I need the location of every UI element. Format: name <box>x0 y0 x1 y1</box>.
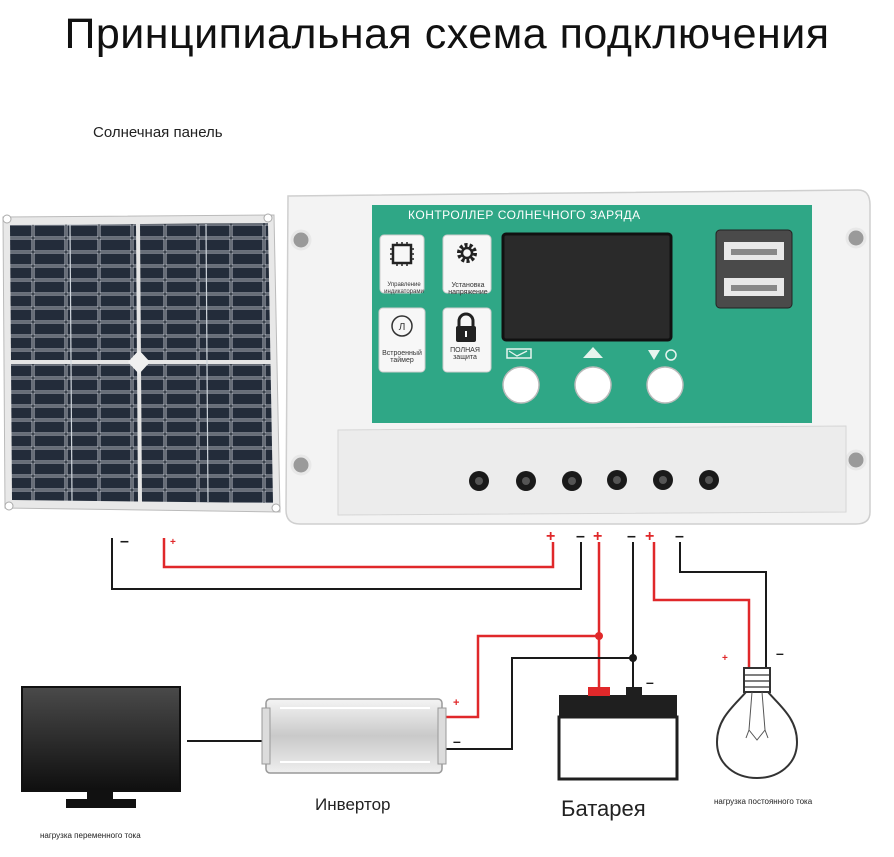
svg-text:+: + <box>722 653 728 664</box>
lock-icon <box>456 312 476 342</box>
down-arrow-icon <box>648 349 677 361</box>
timer-icon <box>391 315 413 337</box>
up-arrow-icon <box>583 347 603 358</box>
diagram-title: Принципиальная схема подключения <box>64 10 830 58</box>
svg-text:–: – <box>646 674 654 690</box>
timer-icon-label: Встроенный таймер <box>382 350 422 364</box>
svg-text:+: + <box>645 528 654 545</box>
svg-text:+: + <box>593 528 602 545</box>
gear-icon <box>457 243 477 263</box>
svg-text:+: + <box>170 537 176 548</box>
protection-icon-label: ПОЛНАЯ защита <box>450 347 480 361</box>
svg-text:–: – <box>627 528 636 545</box>
terminal-block <box>469 470 719 491</box>
dc-load-label: нагрузка постоянного тока <box>714 797 813 806</box>
menu-icon <box>506 348 532 359</box>
monitor-icon <box>21 686 181 808</box>
wire-signs: + – – + – <box>453 645 784 749</box>
ac-load-label: нагрузка переменного тока <box>40 831 141 840</box>
solar-panel <box>2 213 281 513</box>
menu-button[interactable] <box>502 366 540 404</box>
svg-text:–: – <box>675 528 684 545</box>
down-button[interactable] <box>646 366 684 404</box>
svg-text:–: – <box>776 645 784 661</box>
svg-text:+: + <box>453 697 459 709</box>
controller-title: КОНТРОЛЛЕР СОЛНЕЧНОГО ЗАРЯДА <box>408 208 641 222</box>
light-bulb-icon <box>715 667 799 780</box>
voltage-icon-label: Установка напряжение <box>448 282 488 296</box>
battery-label: Батарея <box>561 796 646 821</box>
timer-glyph: Л <box>399 322 406 333</box>
svg-text:–: – <box>576 528 585 545</box>
svg-text:+: + <box>546 528 555 545</box>
solar-panel-label: Солнечная панель <box>93 124 223 141</box>
inverter-label: Инвертор <box>315 795 391 814</box>
chip-icon <box>390 242 414 266</box>
inverter-icon <box>261 698 447 774</box>
battery-icon <box>557 687 679 781</box>
svg-text:–: – <box>120 533 129 550</box>
terminal-signs: + – + – + – – + <box>120 528 684 550</box>
svg-text:–: – <box>453 733 461 749</box>
up-button[interactable] <box>574 366 612 404</box>
setup-icon-label: Управление индикаторами <box>384 282 424 295</box>
